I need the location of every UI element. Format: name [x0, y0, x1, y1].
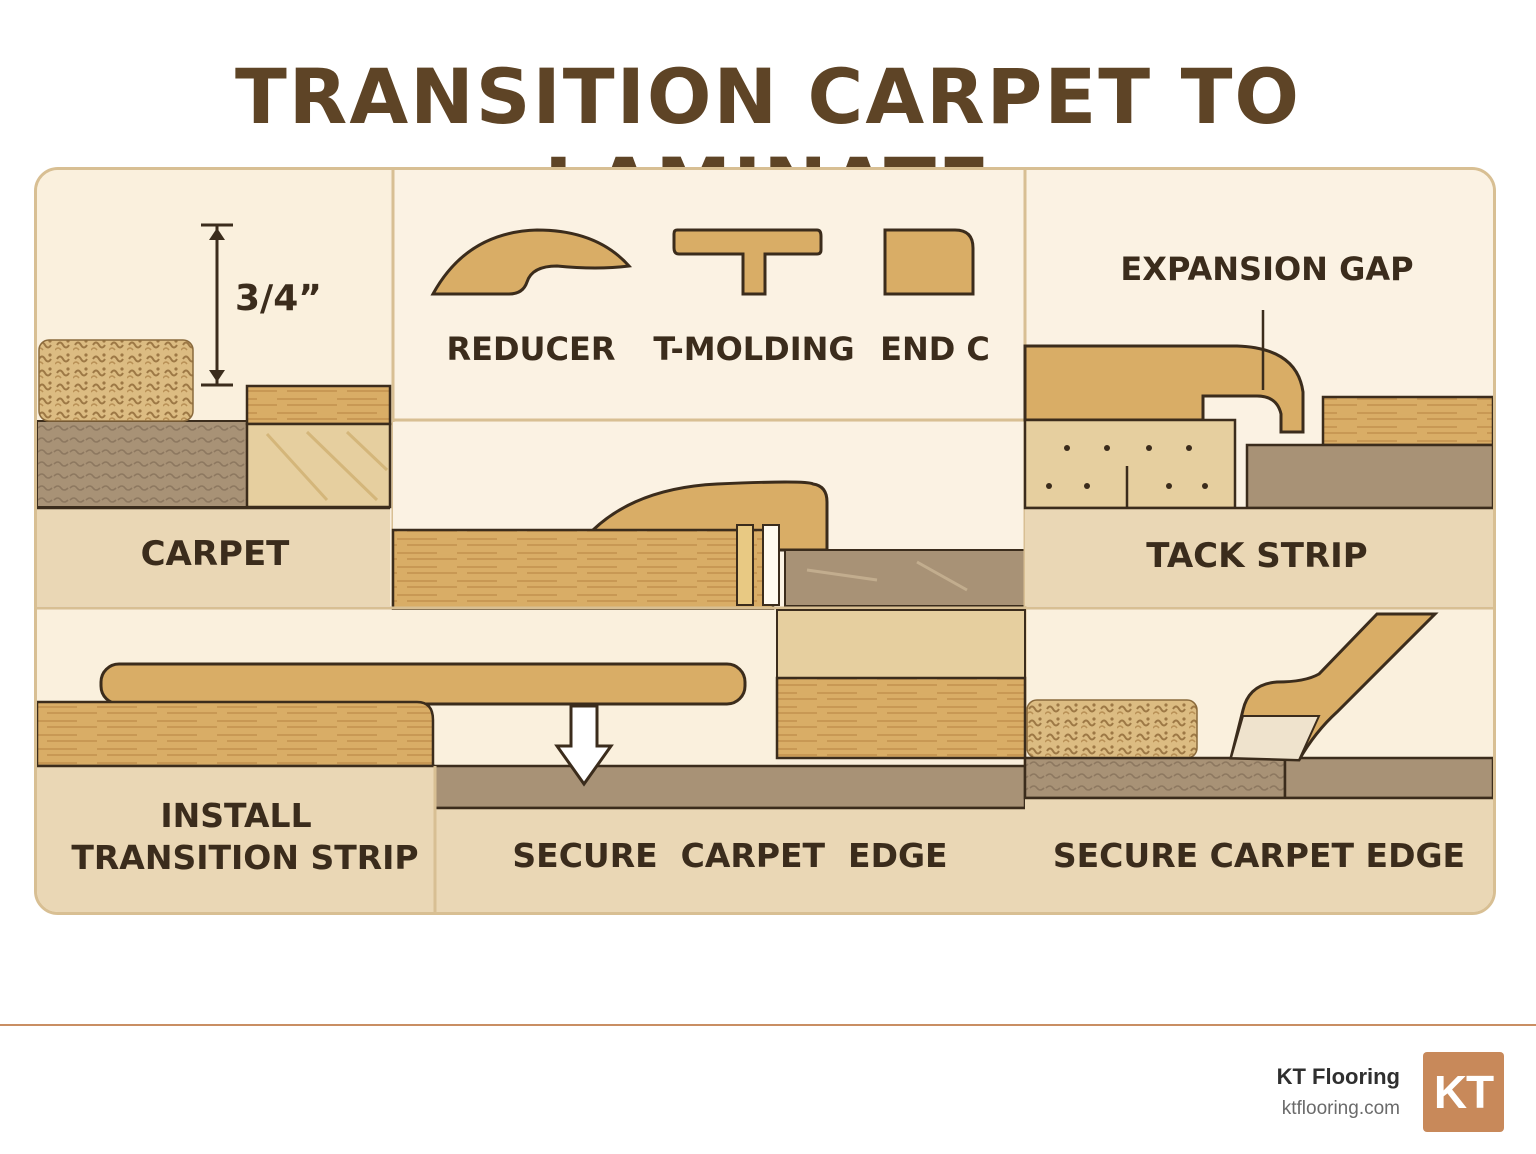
t-molding-profile-icon — [672, 228, 823, 296]
diagram-panels: 3/4” CARPET REDUCER T-MOLDING END C EXPA… — [34, 167, 1496, 915]
carpet-panel — [37, 170, 392, 606]
reducer-label: REDUCER — [446, 330, 616, 368]
secure-edge-label-mid: SECURE CARPET EDGE — [512, 836, 948, 875]
tack-strip — [1023, 418, 1237, 510]
t-molding-label: T-MOLDING — [653, 330, 855, 368]
kt-logo: KT — [1423, 1052, 1504, 1132]
footer-divider — [0, 1024, 1536, 1026]
laminate-plank — [245, 384, 392, 426]
reducer-install-panel — [391, 422, 1026, 612]
transition-cap — [1023, 344, 1305, 434]
height-arrow-icon — [201, 223, 233, 387]
expansion-gap-label: EXPANSION GAP — [1120, 250, 1414, 288]
diagram-artwork — [37, 170, 1493, 912]
transition-strip — [99, 662, 747, 706]
down-arrow-icon — [554, 704, 614, 787]
install-label-line1: INSTALL — [160, 796, 312, 835]
profiles-panel — [393, 170, 1025, 420]
reducer-profile-icon — [430, 228, 633, 296]
end-cap-label: END C — [880, 330, 990, 368]
secure-carpet-panel — [1023, 610, 1493, 912]
carpet-pile — [38, 339, 194, 422]
measurement-label: 3/4” — [235, 278, 322, 319]
tack-strip-label: TACK STRIP — [1146, 536, 1368, 576]
logo-text: KT — [1433, 1066, 1494, 1118]
brand-name: KT Flooring — [1276, 1064, 1400, 1089]
install-label-line2: TRANSITION STRIP — [71, 838, 419, 877]
secure-edge-label-right: SECURE CARPET EDGE — [1052, 836, 1466, 875]
expansion-gap-panel — [1023, 170, 1493, 912]
carpet-label: CARPET — [140, 534, 290, 574]
install-strip-panel — [37, 609, 1027, 912]
end-cap-profile-icon — [883, 228, 975, 296]
brand-url: ktflooring.com — [1281, 1098, 1400, 1119]
